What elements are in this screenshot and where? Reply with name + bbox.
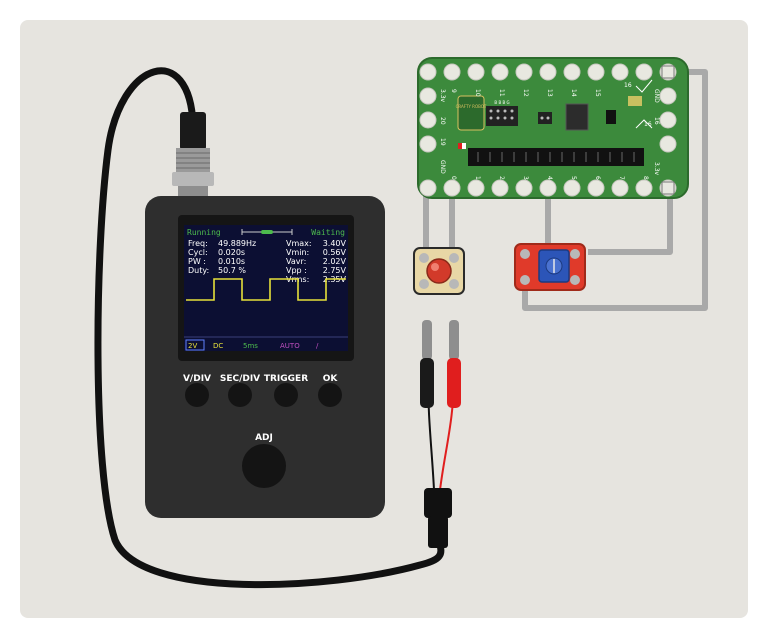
ic-chip: [606, 110, 616, 124]
potentiometer-module: [514, 243, 586, 291]
vdiv-selector-box: [185, 339, 205, 351]
two-pin-header: [538, 112, 552, 124]
oscilloscope: Running Waiting Freq: 49.889Hz Cycl: 0.0…: [145, 196, 385, 518]
bottom-edge: /: [316, 342, 319, 350]
top-pin-9: 9: [450, 89, 457, 93]
right-pin-3v3: 3.3v: [653, 162, 660, 176]
pad-square-top: [661, 65, 675, 79]
readout-duty-label: Duty:: [188, 266, 209, 275]
led-module: [413, 247, 465, 295]
secdiv-button[interactable]: [228, 383, 252, 407]
readout-vmin-value: 0.56V: [323, 248, 347, 257]
probe-cable: [94, 67, 445, 589]
board-logo-text: CRAFTY ROBOT: [456, 104, 487, 109]
bnc-connector: [172, 112, 214, 196]
adj-knob[interactable]: [242, 444, 286, 488]
ok-button-label: OK: [323, 374, 339, 384]
probe-plug: [424, 488, 452, 548]
scope-screen: [184, 225, 348, 351]
trigger-position-indicator: [241, 229, 293, 235]
left-pin-20: 20: [439, 117, 446, 125]
black-alligator-clip: [420, 320, 434, 408]
pad-square-bottom: [661, 181, 675, 195]
square-waveform: [186, 278, 346, 301]
bottom-pin-6: 6: [594, 176, 601, 180]
gray-wires: [423, 69, 708, 311]
bottom-pin-3: 3: [522, 176, 529, 180]
status-running: Running: [187, 228, 221, 237]
bottom-pin-4: 4: [546, 176, 553, 180]
top-pin-11: 11: [498, 89, 505, 97]
trigger-button-label: TRIGGER: [264, 374, 308, 384]
left-pin-3v3: 3.3v: [439, 89, 446, 103]
bottom-timebase: 5ms: [243, 342, 258, 350]
top-pin-13: 13: [546, 89, 553, 97]
microcontroller-board: CRAFTY ROBOT B B B G 16 16: [417, 57, 689, 199]
top-pin-14: 14: [570, 89, 577, 97]
left-pin-gnd: GND: [439, 160, 446, 174]
readout-vmin-label: Vmin:: [286, 248, 309, 257]
wire-3v3-pot: [588, 188, 673, 255]
probe-leads: [420, 320, 461, 548]
readout-vmax-label: Vmax:: [286, 239, 312, 248]
pin-header: B B B G: [486, 100, 518, 126]
readout-freq-value: 49.889Hz: [218, 239, 256, 248]
right-pin-16: 16: [653, 117, 660, 125]
vdiv-button-label: V/DIV: [183, 374, 211, 384]
left-pin-19: 19: [439, 138, 446, 146]
top-pin-12: 12: [522, 89, 529, 97]
pin-header-label: B B B G: [494, 100, 509, 105]
bottom-pin-1: 1: [474, 176, 481, 180]
bottom-trigger-mode: AUTO: [280, 342, 300, 350]
readout-vpp-label: Vpp :: [286, 266, 307, 275]
crystal: [628, 96, 642, 106]
capacitor: [565, 103, 589, 131]
red-led: [426, 258, 452, 284]
edge-connector: [468, 148, 644, 166]
readout-freq-label: Freq:: [188, 239, 208, 248]
switch-label: 16: [624, 82, 632, 89]
bottom-pin-2: 2: [498, 176, 505, 180]
bottom-pin-5: 5: [570, 176, 577, 180]
bottom-vdiv: 2V: [188, 342, 197, 350]
bottom-pin-0: 0: [450, 176, 457, 180]
bottom-pin-7: 7: [618, 176, 625, 180]
readout-vavr-value: 2.02V: [323, 257, 347, 266]
red-alligator-clip: [447, 320, 461, 408]
readout-vmax-value: 3.40V: [323, 239, 347, 248]
top-pin-10: 10: [474, 89, 481, 97]
top-pin-15: 15: [594, 89, 601, 97]
ok-button[interactable]: [318, 383, 342, 407]
vdiv-button[interactable]: [185, 383, 209, 407]
readout-cycle-label: Cycl:: [188, 248, 208, 257]
readout-duty-value: 50.7 %: [218, 266, 246, 275]
wire-gnd-pot: [522, 69, 708, 311]
board-logo: [457, 95, 485, 131]
readout-pw-value: 0.010s: [218, 257, 245, 266]
right-pin-gnd: GND: [653, 89, 660, 103]
secdiv-button-label: SEC/DIV: [220, 374, 260, 384]
status-waiting: Waiting: [311, 228, 345, 237]
readout-pw-label: PW :: [188, 257, 206, 266]
adj-knob-label: ADJ: [255, 433, 273, 443]
readout-vavr-label: Vavr:: [286, 257, 306, 266]
trigger-button[interactable]: [274, 383, 298, 407]
bottom-pin-8: 8: [642, 176, 649, 180]
bottom-coupling: DC: [213, 342, 223, 350]
readout-cycle-value: 0.020s: [218, 248, 245, 257]
readout-vpp-value: 2.75V: [323, 266, 347, 275]
